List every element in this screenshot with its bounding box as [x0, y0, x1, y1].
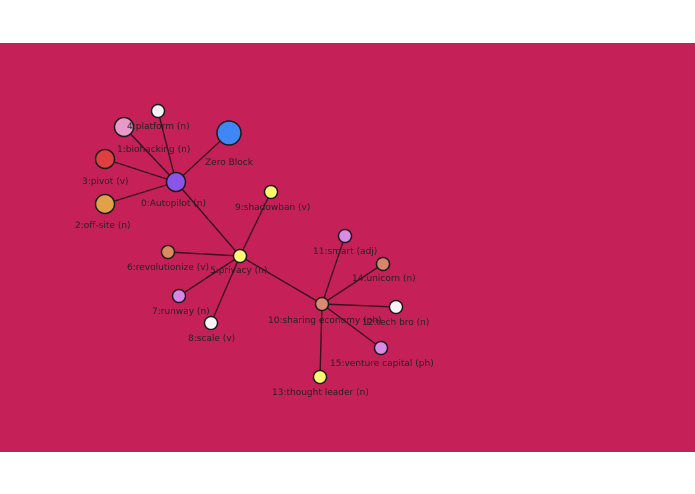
node-n0[interactable]	[165, 171, 187, 193]
node-label-n3: 3:pivot (v)	[82, 177, 129, 187]
edge-n10-n13	[319, 303, 323, 378]
node-label-n10: 10:sharing economy (ph)	[268, 316, 381, 326]
node-label-n0: 0:Autopilot (n)	[141, 199, 206, 209]
node-n2[interactable]	[94, 193, 116, 215]
edge-n5-n9	[239, 191, 272, 257]
edge-n5-n10	[239, 255, 323, 305]
node-label-n14: 14:unicorn (n)	[352, 274, 416, 284]
edge-n0-n2	[104, 181, 177, 205]
edge-n5-n7	[178, 255, 241, 297]
node-n5[interactable]	[232, 248, 248, 264]
node-label-n4: 4:platform (n)	[127, 122, 190, 132]
node-label-n11: 11:smart (adj)	[313, 247, 377, 257]
edge-n0-n5	[175, 181, 241, 257]
edge-n0-n1	[123, 126, 177, 183]
node-label-zero-block: Zero Block	[205, 158, 254, 168]
node-n1[interactable]	[113, 116, 135, 138]
node-n9[interactable]	[263, 184, 279, 200]
node-n8[interactable]	[203, 315, 219, 331]
node-n11[interactable]	[337, 228, 353, 244]
edges-layer	[104, 110, 397, 378]
node-label-n13: 13:thought leader (n)	[272, 388, 369, 398]
node-label-n9: 9:shadowban (v)	[235, 203, 310, 213]
node-label-n6: 6:revolutionize (v)	[127, 263, 209, 273]
edge-n10-n11	[321, 235, 346, 305]
graph-canvas[interactable]	[0, 43, 695, 452]
node-n6[interactable]	[160, 244, 176, 260]
node-n7[interactable]	[171, 288, 187, 304]
labels-layer: Zero Block 0:Autopilot (n) 1:biohacking (n…	[75, 122, 434, 398]
nodes-layer	[94, 103, 404, 385]
edge-n0-n4	[157, 110, 177, 183]
node-n3[interactable]	[94, 148, 116, 170]
node-label-n15: 15:venture capital (ph)	[330, 359, 434, 369]
node-n13[interactable]	[312, 369, 328, 385]
node-label-n2: 2:off-site (n)	[75, 221, 131, 231]
node-label-n8: 8:scale (v)	[188, 334, 235, 344]
edge-n10-n15	[321, 303, 382, 349]
node-label-n1: 1:biohacking (n)	[117, 145, 190, 155]
node-label-n12: 12:tech bro (n)	[362, 318, 429, 328]
node-n15[interactable]	[373, 340, 389, 356]
node-n4[interactable]	[150, 103, 166, 119]
node-n14[interactable]	[375, 256, 391, 272]
edge-n5-n6	[167, 251, 241, 257]
edge-n5-n8	[210, 255, 241, 324]
node-zero-block[interactable]	[216, 120, 242, 146]
node-n10[interactable]	[314, 296, 330, 312]
edge-n0-n3	[104, 158, 177, 183]
node-n12[interactable]	[388, 299, 404, 315]
edge-n10-n12	[321, 303, 397, 308]
edge-n10-n14	[321, 263, 384, 305]
node-label-n5: 5:privacy (n)	[210, 266, 267, 276]
node-label-n7: 7:runway (n)	[152, 307, 210, 317]
